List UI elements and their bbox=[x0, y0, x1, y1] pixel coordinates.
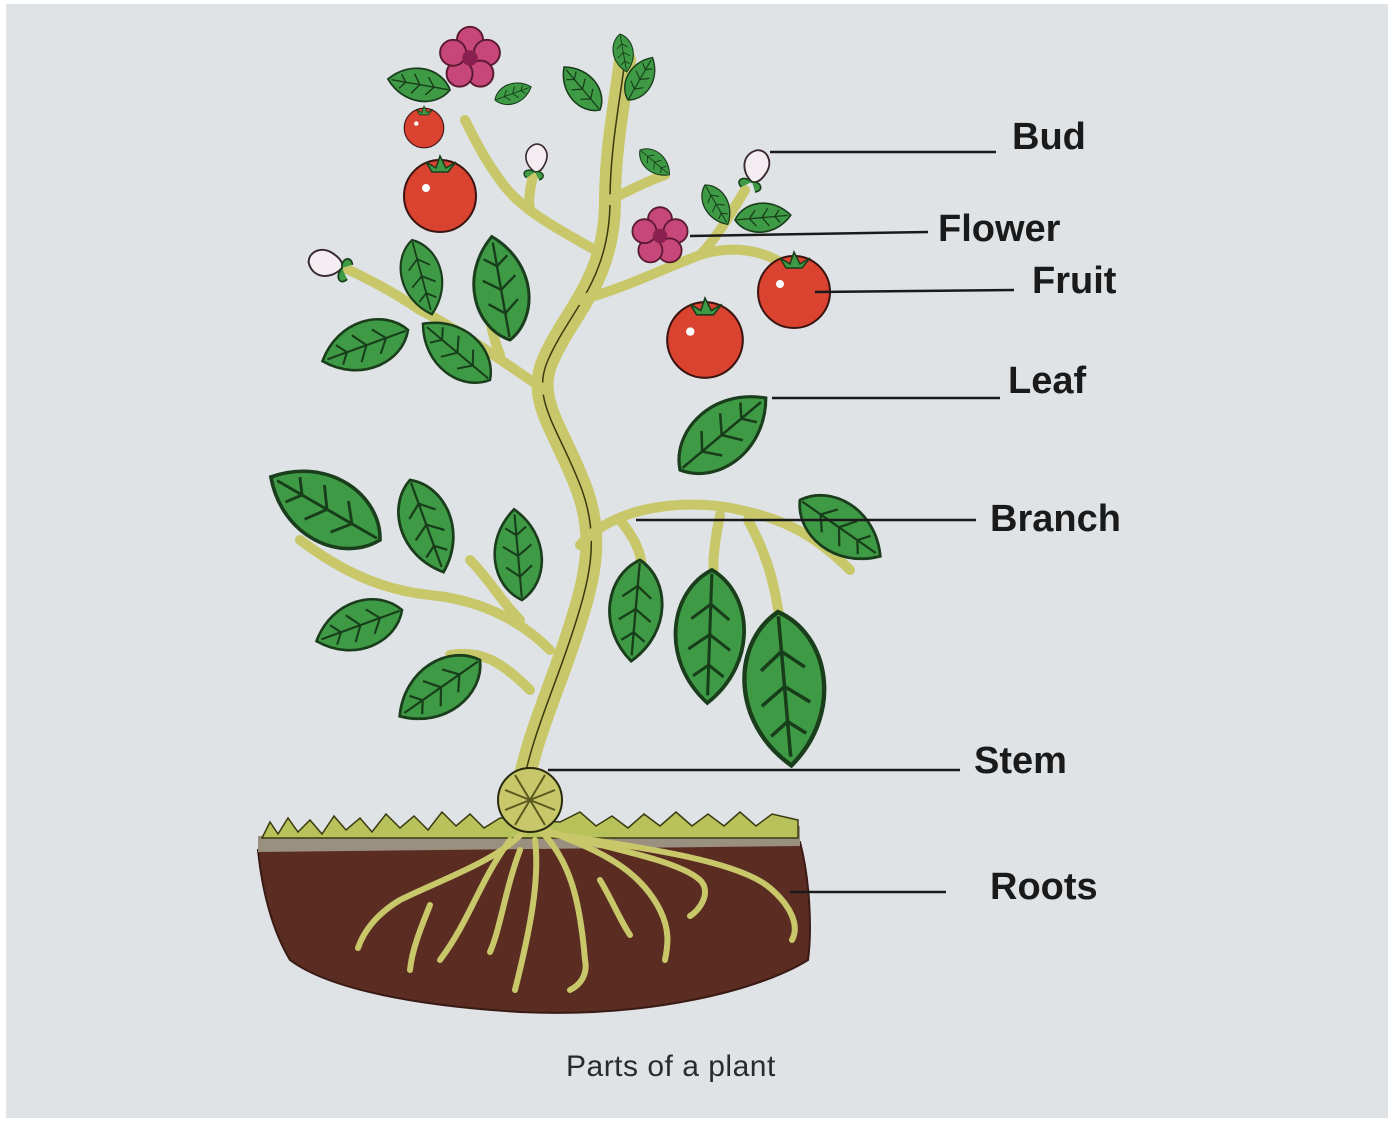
fruit-leader-line bbox=[815, 290, 1014, 292]
label-fruit: Fruit bbox=[1032, 262, 1116, 300]
label-branch: Branch bbox=[990, 500, 1121, 538]
label-roots: Roots bbox=[990, 868, 1098, 906]
label-bud: Bud bbox=[1012, 118, 1086, 156]
label-stem: Stem bbox=[974, 742, 1067, 780]
diagram-caption: Parts of a plant bbox=[566, 1050, 776, 1084]
label-leaf: Leaf bbox=[1008, 362, 1086, 400]
label-flower: Flower bbox=[938, 210, 1060, 248]
flower-leader-line bbox=[690, 232, 928, 236]
